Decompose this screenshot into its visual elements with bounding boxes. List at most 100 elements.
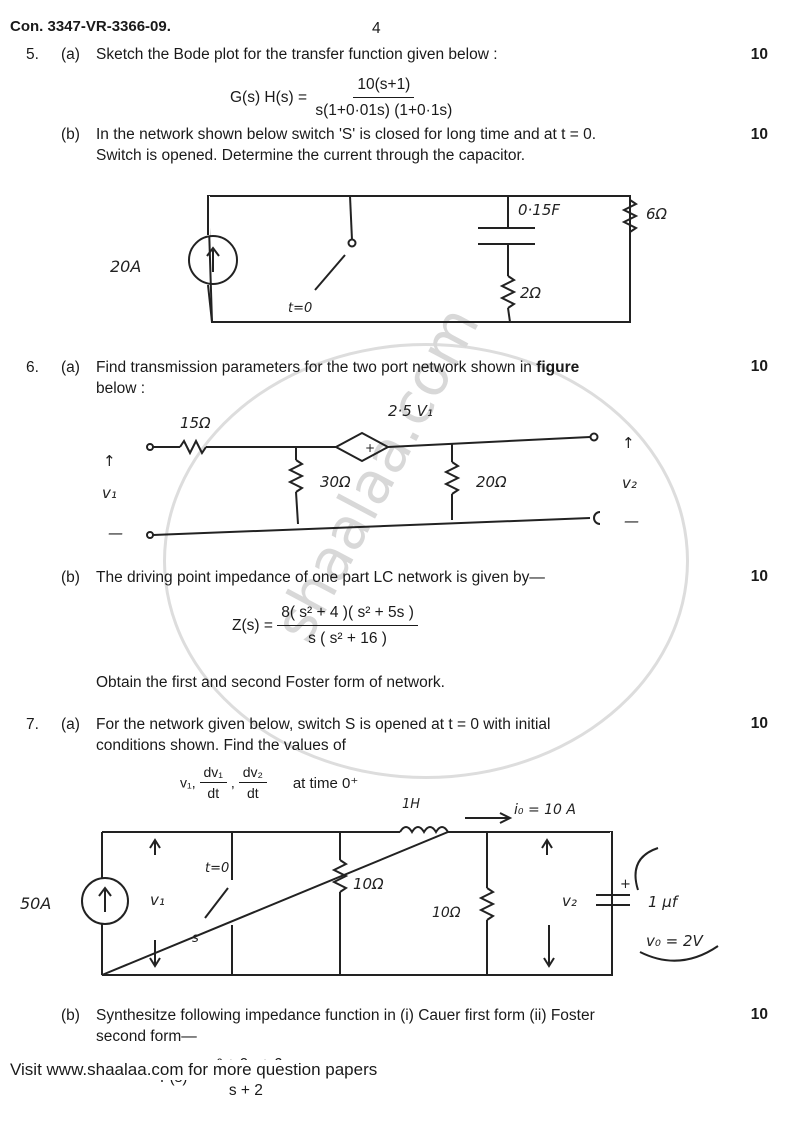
q5-frame-wire	[206, 195, 631, 323]
q7a-d2-den: dt	[246, 785, 259, 801]
q7b-den: s + 2	[228, 1082, 263, 1099]
q6-port1-bottom	[146, 531, 154, 539]
q7-current-source	[81, 877, 129, 925]
q6-r15-label: 15Ω	[180, 414, 211, 432]
q5a-marks: 10	[750, 46, 768, 63]
paper-code: Con. 3347-VR-3366-09.	[10, 18, 171, 35]
q6b-den: s ( s² + 16 )	[308, 630, 387, 647]
q6-port1-top	[146, 443, 154, 451]
watermark-circle	[163, 343, 689, 779]
q7-r2-label: 10Ω	[432, 905, 461, 921]
q5-r6-label: 6Ω	[646, 205, 668, 223]
q7-v0-label: v₀ = 2V	[646, 932, 705, 950]
q5b-marks: 10	[750, 126, 768, 143]
footer-link[interactable]: Visit www.shaalaa.com for more question …	[10, 1060, 378, 1080]
q7-resistor-1	[331, 859, 349, 893]
q7a-d2: dv₂ dt	[238, 764, 267, 801]
q6b-num: 8( s² + 4 )( s² + 5s )	[277, 602, 418, 626]
q5a-text: Sketch the Bode plot for the transfer fu…	[96, 46, 498, 63]
q5b-line2: Switch is opened. Determine the current …	[96, 147, 526, 164]
q7-cap-label: 1 μf	[648, 893, 680, 911]
q6b-formula: Z(s) = 8( s² + 4 )( s² + 5s ) s ( s² + 1…	[232, 602, 418, 649]
q6-number: 6.	[26, 359, 39, 376]
q6-resistor-30	[287, 459, 305, 493]
q6a-marks: 10	[750, 358, 768, 375]
q6-port2-minus: —	[624, 512, 639, 530]
q6-dependent-source	[333, 431, 391, 463]
q6-dep-label: 2·5 V₁	[388, 402, 433, 420]
q5a-num: 10(s+1)	[353, 74, 415, 98]
q7a-derivatives: v₁, dv₁ dt , dv₂ dt at time 0⁺	[180, 764, 358, 801]
page-number: 4	[372, 20, 381, 37]
q5a-lhs: G(s) H(s) =	[230, 89, 308, 106]
q7-resistor-2	[478, 887, 496, 921]
q6-r20-label: 20Ω	[476, 473, 507, 491]
q7b-line1: Synthesitze following impedance function…	[96, 1007, 595, 1024]
q5-cap-label: 0·15F	[518, 201, 560, 219]
q6-port1-minus: —	[108, 524, 123, 542]
q7a-d1-den: dt	[207, 785, 220, 801]
q7a-tail: at time 0⁺	[292, 774, 359, 792]
q7-r1-label: 10Ω	[353, 875, 384, 893]
q5-resistor-2	[499, 275, 517, 309]
q6-v2-label: v₂	[622, 474, 637, 492]
q7-v1-label: v₁	[150, 891, 165, 909]
q6a-line2: below :	[96, 380, 146, 397]
q6a-label: (a)	[61, 359, 80, 376]
q7-switch-time: t=0	[205, 861, 229, 876]
q5-switch-contact	[347, 238, 357, 248]
q7a-comma: ,	[230, 774, 235, 791]
q7-cap-plus: +	[620, 877, 631, 892]
q5-switch-label: t=0	[288, 301, 312, 316]
q7-source-label: 50A	[20, 894, 51, 913]
q7a-d1: dv₁ dt	[199, 764, 228, 801]
q7b-marks: 10	[750, 1006, 768, 1023]
q7a-label: (a)	[61, 716, 80, 733]
q7b-line2: second form—	[96, 1028, 197, 1045]
q7a-v1: v₁,	[180, 774, 196, 791]
q6-resistor-15	[179, 438, 207, 456]
q7-switch-s: s	[192, 931, 199, 946]
q5a-label: (a)	[61, 46, 80, 63]
q7-v2-label: v₂	[562, 892, 577, 910]
q6-r30-label: 30Ω	[320, 473, 351, 491]
q5a-fraction: 10(s+1) s(1+0·01s) (1+0·1s)	[311, 74, 456, 121]
q5-r2-label: 2Ω	[520, 284, 542, 302]
q6b-lhs: Z(s) =	[232, 617, 273, 634]
q5-source-label: 20A	[110, 257, 141, 276]
q7-switch-blade	[204, 887, 229, 919]
q6a-line1-pre: Find transmission parameters for the two…	[96, 359, 537, 376]
q6b-text: The driving point impedance of one part …	[96, 569, 545, 586]
q6-port2-top	[589, 432, 599, 442]
q6-v2-arrow: ↑	[622, 434, 635, 452]
q6b-fraction: 8( s² + 4 )( s² + 5s ) s ( s² + 16 )	[277, 602, 418, 649]
q7a-line1: For the network given below, switch S is…	[96, 716, 551, 733]
q5-number: 5.	[26, 46, 39, 63]
q6-v1-label: v₁	[102, 484, 117, 502]
q6b-follow: Obtain the first and second Foster form …	[96, 674, 445, 691]
q6a-line1: Find transmission parameters for the two…	[96, 357, 579, 378]
q5-switch-blade	[314, 254, 346, 291]
q5a-den: s(1+0·01s) (1+0·1s)	[315, 102, 453, 119]
q7a-marks: 10	[750, 715, 768, 732]
q5b-label: (b)	[61, 126, 80, 143]
q6b-label: (b)	[61, 569, 80, 586]
q6-resistor-20	[443, 461, 461, 495]
q7a-line2: conditions shown. Find the values of	[96, 737, 346, 754]
q6-v1-arrow: ↑	[103, 452, 116, 470]
q7a-d1-num: dv₁	[199, 764, 228, 783]
q7a-d2-num: dv₂	[238, 764, 267, 783]
q5a-formula: G(s) H(s) = 10(s+1) s(1+0·01s) (1+0·1s)	[230, 74, 456, 121]
q5-resistor-6	[621, 199, 639, 233]
q7-number: 7.	[26, 716, 39, 733]
q5b-line1: In the network shown below switch 'S' is…	[96, 126, 597, 143]
q7-i0-label: i₀ = 10 A	[514, 802, 576, 818]
q7-ind-label: 1H	[402, 797, 420, 812]
q6-port2-bottom	[593, 511, 601, 525]
q7b-label: (b)	[61, 1007, 80, 1024]
q7-inductor	[399, 826, 449, 834]
q5-current-source	[188, 235, 238, 285]
q6-dep-plus: +	[365, 441, 375, 455]
q6a-line1-bold: figure	[536, 359, 580, 376]
